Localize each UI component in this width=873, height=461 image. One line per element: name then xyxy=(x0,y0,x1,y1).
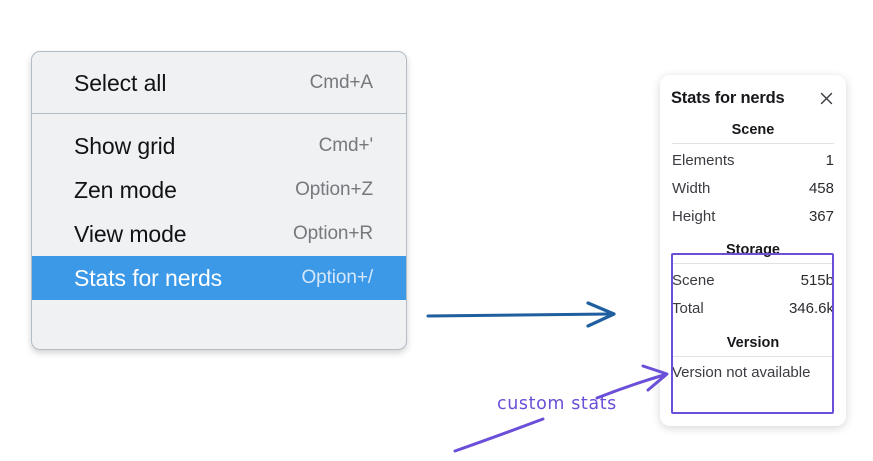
stat-label: Scene xyxy=(672,272,715,290)
context-menu-group-2: Show grid Cmd+' Zen mode Option+Z View m… xyxy=(32,114,406,300)
menu-item-stats-for-nerds[interactable]: Stats for nerds Option+/ xyxy=(32,256,406,300)
menu-item-shortcut: Option+Z xyxy=(295,179,373,200)
custom-stats-annotation-label: custom stats xyxy=(497,394,617,414)
menu-item-label: View mode xyxy=(74,220,187,247)
menu-item-shortcut: Cmd+A xyxy=(309,72,373,93)
stat-row-width: Width 458 xyxy=(671,175,835,203)
context-menu[interactable]: Select all Cmd+A Show grid Cmd+' Zen mod… xyxy=(31,51,407,350)
menu-item-label: Zen mode xyxy=(74,176,177,203)
stat-label: Width xyxy=(672,179,711,197)
stat-value: 1 xyxy=(825,152,834,169)
stats-for-nerds-panel: Stats for nerds Scene Elements 1 Width 4… xyxy=(660,75,846,426)
stat-value: 367 xyxy=(808,207,834,225)
stat-label: Elements xyxy=(672,152,735,169)
stat-row-height: Height 367 xyxy=(671,203,835,231)
menu-item-shortcut: Cmd+' xyxy=(318,135,373,156)
stats-panel-title: Stats for nerds xyxy=(671,89,785,107)
purple-underline-stroke xyxy=(453,417,545,453)
section-title-storage: Storage xyxy=(726,242,780,259)
menu-item-label: Select all xyxy=(74,69,167,96)
menu-item-zen-mode[interactable]: Zen mode Option+Z xyxy=(32,168,406,212)
menu-item-label: Stats for nerds xyxy=(74,264,223,291)
stats-panel-titlebar: Stats for nerds xyxy=(671,75,835,110)
menu-item-select-all[interactable]: Select all Cmd+A xyxy=(32,61,406,105)
context-menu-group-1: Select all Cmd+A xyxy=(32,52,406,114)
stat-row-elements: Elements 1 xyxy=(671,147,835,175)
menu-item-shortcut: Option+R xyxy=(293,223,373,244)
menu-item-view-mode[interactable]: View mode Option+R xyxy=(32,212,406,256)
section-title-scene: Scene xyxy=(731,122,775,138)
stat-value: 458 xyxy=(808,179,834,197)
stat-value: 346.6k xyxy=(788,300,834,317)
section-divider xyxy=(672,355,834,357)
section-divider xyxy=(672,143,834,144)
version-not-available-text: Version not available xyxy=(672,363,811,381)
stat-value: 515b xyxy=(800,272,834,290)
stat-row-total-storage: Total 346.6k xyxy=(671,295,835,323)
stat-row-scene-storage: Scene 515b xyxy=(671,267,835,295)
close-icon[interactable] xyxy=(818,90,835,107)
section-divider xyxy=(672,263,834,265)
menu-item-shortcut: Option+/ xyxy=(301,267,373,288)
stat-label: Total xyxy=(672,300,704,317)
menu-item-show-grid[interactable]: Show grid Cmd+' xyxy=(32,124,406,168)
blue-arrow xyxy=(426,301,616,328)
menu-item-label: Show grid xyxy=(74,132,176,159)
stat-label: Height xyxy=(672,207,716,225)
section-title-version: Version xyxy=(726,334,780,351)
